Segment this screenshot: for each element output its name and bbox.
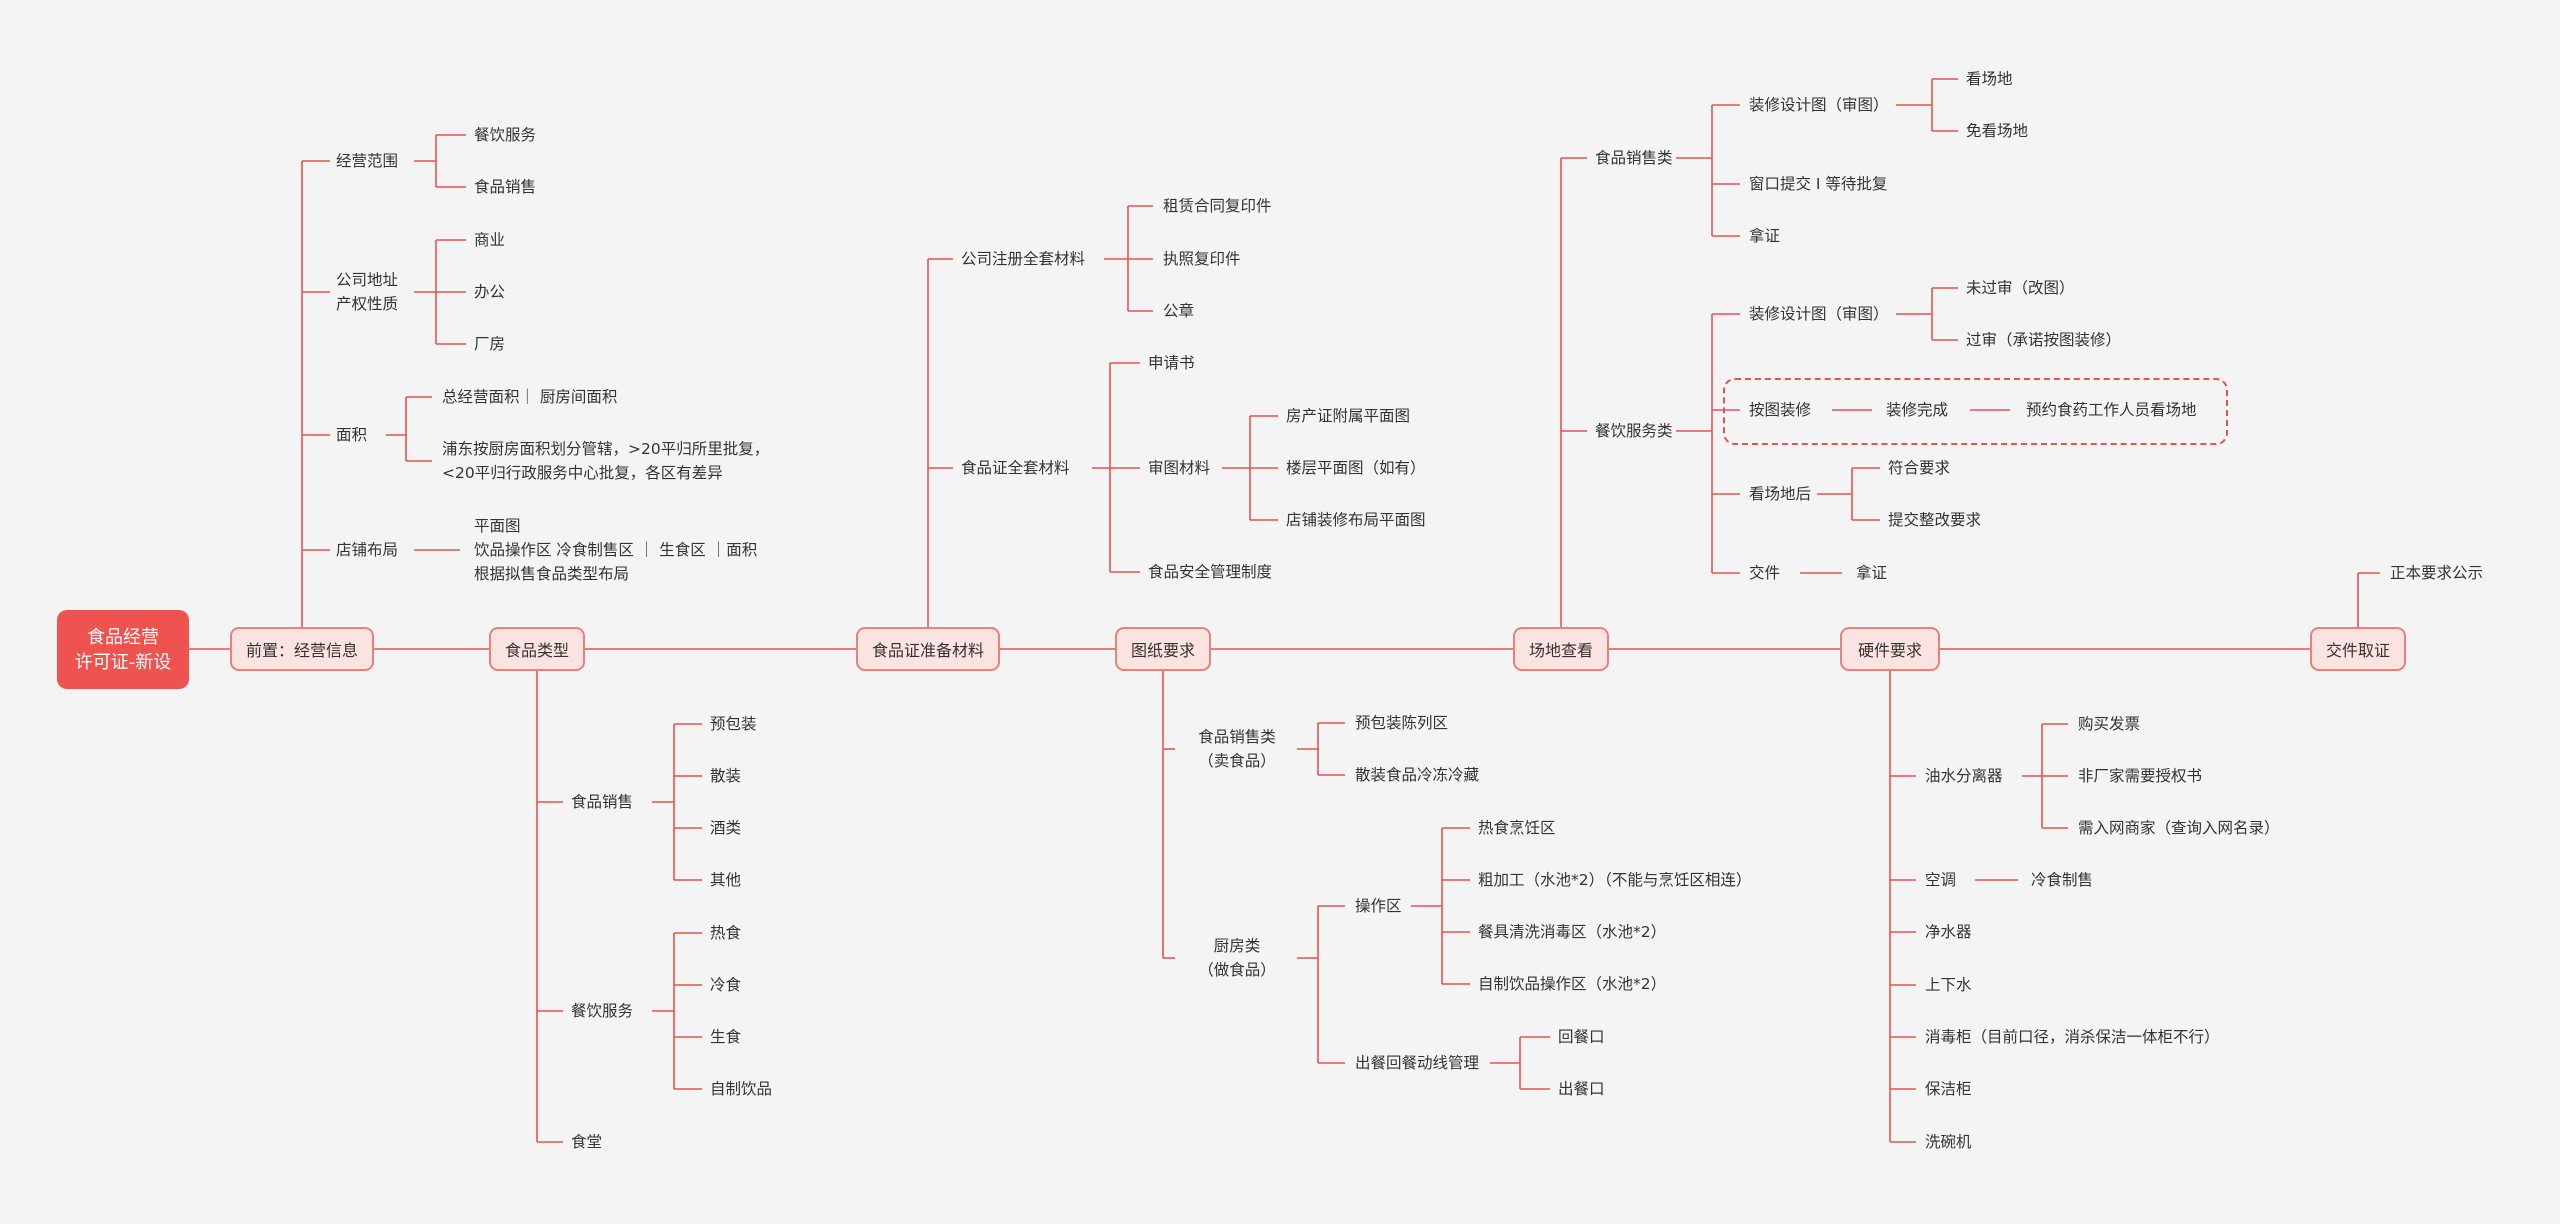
drawings-sales: 食品销售类 （卖食品） [1198, 728, 1276, 770]
hardware-item: 上下水 [1925, 976, 1972, 994]
main-node-submission[interactable]: 交件取证 [2310, 627, 2406, 671]
site-catering-design-item: 未过审（改图） [1966, 279, 2075, 297]
drawings-sales-item: 预包装陈列区 [1355, 714, 1449, 732]
drawings-ops: 操作区 [1355, 897, 1402, 915]
catering-renovation-group [1723, 378, 2228, 445]
drawings-flow-item: 回餐口 [1558, 1028, 1605, 1046]
main-node-hardware[interactable]: 硬件要求 [1840, 627, 1940, 671]
main-node-food-types[interactable]: 食品类型 [489, 627, 585, 671]
materials-review-item: 楼层平面图（如有） [1286, 459, 1426, 477]
materials-review-item: 房产证附属平面图 [1286, 407, 1411, 425]
materials-company: 公司注册全套材料 [961, 250, 1086, 268]
food-type-sales-item: 散装 [710, 767, 742, 785]
prereq-scope-item: 餐饮服务 [474, 126, 537, 144]
hardware-separator-item: 需入网商家（查询入网名录） [2078, 819, 2280, 837]
drawings-ops-item: 餐具清洗消毒区（水池*2） [1478, 923, 1667, 941]
materials-review-item: 店铺装修布局平面图 [1286, 511, 1426, 529]
site-after-item: 提交整改要求 [1888, 511, 1982, 529]
site-sales-design-item: 看场地 [1966, 70, 2013, 88]
site-chain-step: 预约食药工作人员看场地 [2026, 401, 2197, 419]
site-after-item: 符合要求 [1888, 459, 1951, 477]
food-type-catering: 餐饮服务 [571, 1002, 634, 1020]
hardware-item: 消毒柜（目前口径，消杀保洁一体柜不行） [1925, 1028, 2220, 1046]
final-note: 正本要求公示 [2390, 564, 2484, 582]
drawings-kitchen: 厨房类 （做食品） [1198, 937, 1276, 979]
prereq-address-item: 厂房 [474, 335, 506, 353]
drawings-flow-item: 出餐口 [1558, 1080, 1605, 1098]
site-sales-window: 窗口提交 I 等待批复 [1749, 175, 1888, 193]
drawings-ops-item: 粗加工（水池*2）（不能与烹饪区相连） [1478, 871, 1752, 889]
prereq-area-item: 浦东按厨房面积划分管辖，>20平归所里批复， <20平归行政服务中心批复，各区有… [442, 440, 770, 482]
food-type-catering-item: 生食 [710, 1028, 742, 1046]
hardware-ac-item: 冷食制售 [2031, 871, 2094, 889]
main-node-drawings[interactable]: 图纸要求 [1115, 627, 1211, 671]
root-title: 食品经营 许可证-新设 [74, 626, 172, 673]
hardware-separator-item: 非厂家需要授权书 [2078, 767, 2203, 785]
food-type-canteen: 食堂 [571, 1133, 603, 1151]
drawings-sales-item: 散装食品冷冻冷藏 [1355, 766, 1480, 784]
site-catering-design-item: 过审（承诺按图装修） [1966, 331, 2122, 349]
prereq-address-item: 商业 [474, 231, 506, 249]
prereq-scope: 经营范围 [336, 152, 399, 170]
food-type-sales-item: 酒类 [710, 819, 742, 837]
prereq-scope-item: 食品销售 [474, 178, 537, 196]
main-node-materials[interactable]: 食品证准备材料 [856, 627, 1000, 671]
drawings-ops-item: 自制饮品操作区（水池*2） [1478, 975, 1667, 993]
prereq-area-item: 总经营面积｜ 厨房间面积 [442, 388, 618, 406]
food-type-sales: 食品销售 [571, 793, 634, 811]
site-sales-design: 装修设计图（审图） [1749, 96, 1889, 114]
prereq-address: 公司地址 产权性质 [336, 271, 399, 313]
hardware-separator: 油水分离器 [1925, 767, 2003, 785]
hardware-item: 净水器 [1925, 923, 1972, 941]
materials-license: 食品证全套材料 [961, 459, 1070, 477]
materials-company-item: 租赁合同复印件 [1163, 197, 1272, 215]
materials-safety: 食品安全管理制度 [1148, 563, 1273, 581]
main-node-site-inspection[interactable]: 场地查看 [1513, 627, 1609, 671]
hardware-ac: 空调 [1925, 871, 1957, 889]
site-sales-design-item: 免看场地 [1966, 122, 2029, 140]
drawings-flow: 出餐回餐动线管理 [1355, 1054, 1480, 1072]
hardware-separator-item: 购买发票 [2078, 715, 2141, 733]
food-type-catering-item: 冷食 [710, 976, 742, 994]
site-after: 看场地后 [1749, 485, 1812, 503]
prereq-address-item: 办公 [474, 283, 506, 301]
site-catering: 餐饮服务类 [1595, 422, 1673, 440]
site-sales-cert: 拿证 [1749, 227, 1781, 245]
hardware-item: 保洁柜 [1925, 1080, 1972, 1098]
site-submit-item: 拿证 [1856, 564, 1888, 582]
hardware-item: 洗碗机 [1925, 1133, 1972, 1151]
site-catering-design: 装修设计图（审图） [1749, 305, 1889, 323]
prereq-area: 面积 [336, 426, 368, 444]
site-chain-step: 装修完成 [1886, 401, 1949, 419]
prereq-layout: 店铺布局 [336, 541, 399, 559]
food-type-sales-item: 预包装 [710, 715, 757, 733]
materials-company-item: 公章 [1163, 302, 1195, 320]
site-chain-step: 按图装修 [1749, 401, 1812, 419]
materials-application: 申请书 [1148, 354, 1195, 372]
food-type-sales-item: 其他 [710, 871, 742, 889]
food-type-catering-item: 自制饮品 [710, 1080, 773, 1098]
materials-company-item: 执照复印件 [1163, 250, 1241, 268]
drawings-ops-item: 热食烹饪区 [1478, 819, 1556, 837]
materials-review: 审图材料 [1148, 459, 1211, 477]
site-sales: 食品销售类 [1595, 149, 1673, 167]
prereq-layout-note: 平面图 饮品操作区 冷食制售区 ｜ 生食区 ｜面积 根据拟售食品类型布局 [474, 517, 758, 583]
main-node-prerequisite[interactable]: 前置：经营信息 [230, 627, 374, 671]
site-submit: 交件 [1749, 564, 1781, 582]
root-node[interactable]: 食品经营 许可证-新设 [57, 610, 189, 689]
food-type-catering-item: 热食 [710, 924, 742, 942]
